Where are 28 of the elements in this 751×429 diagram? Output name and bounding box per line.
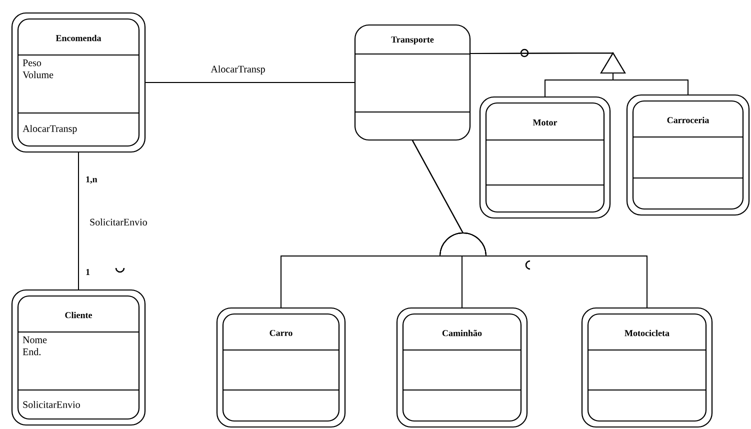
connector bbox=[145, 82, 355, 83]
class-name: Encomenda bbox=[56, 34, 102, 42]
method-name: SolicitarEnvio bbox=[23, 400, 80, 408]
class-box bbox=[11, 289, 146, 426]
class-name: Transporte bbox=[391, 36, 434, 44]
class-name: Carroceria bbox=[667, 116, 710, 124]
multiplicity-label: 1 bbox=[86, 269, 90, 275]
connector bbox=[412, 140, 648, 308]
attribute-list: Peso Volume bbox=[22, 60, 54, 78]
class-box bbox=[11, 12, 146, 153]
class-name: Motocicleta bbox=[624, 330, 670, 336]
connector bbox=[470, 52, 688, 95]
attribute-list: Nome End. bbox=[22, 336, 47, 356]
class-name: Motor bbox=[532, 120, 558, 126]
class-name: Carro bbox=[270, 330, 292, 336]
edge-label: AlocarTransp bbox=[210, 65, 265, 75]
class-name: Cliente bbox=[65, 312, 92, 318]
class-box bbox=[581, 307, 713, 428]
class-box bbox=[479, 96, 611, 219]
class-box bbox=[354, 24, 471, 141]
multiplicity-label: 1,n bbox=[86, 176, 98, 184]
class-name: Caminhão bbox=[442, 330, 482, 336]
method-name: AlocarTransp bbox=[22, 124, 77, 134]
class-box bbox=[216, 307, 346, 428]
class-box bbox=[626, 94, 750, 216]
connector bbox=[78, 152, 79, 290]
edge-label: SolicitarEnvio bbox=[90, 218, 147, 226]
class-box bbox=[396, 307, 528, 428]
